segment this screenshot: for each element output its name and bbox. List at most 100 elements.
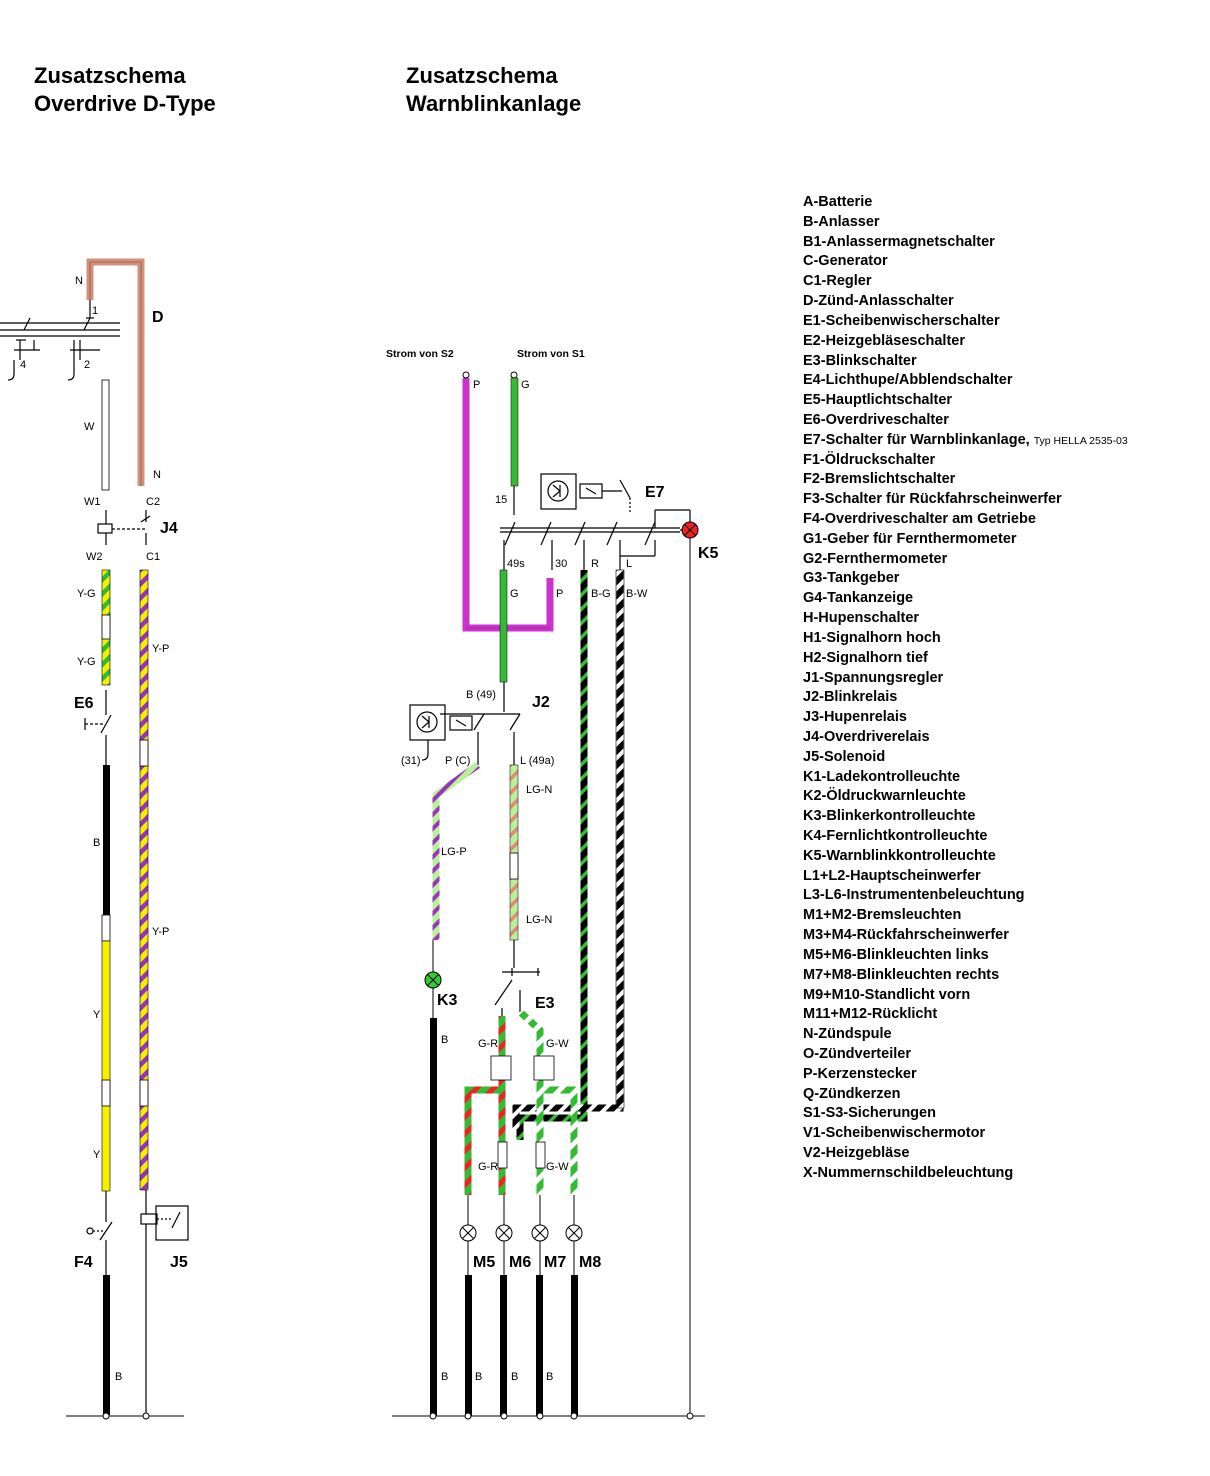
legend-item-text: F2-Bremslichtschalter xyxy=(803,471,956,488)
wire-label-lg-p: LG-P xyxy=(441,846,467,858)
legend-item: F3-Schalter für Rückfahrscheinwerfer xyxy=(803,490,1128,510)
legend-item-text: J1-Spannungsregler xyxy=(803,669,944,686)
legend-item-text: M5+M6-Blinkleuchten links xyxy=(803,946,989,963)
legend-item: K1-Ladekontrolleuchte xyxy=(803,768,1128,788)
legend-item-text: N-Zündspule xyxy=(803,1026,892,1043)
legend-item: M7+M8-Blinkleuchten rechts xyxy=(803,966,1128,986)
legend-item-text: B1-Anlassermagnetschalter xyxy=(803,233,995,250)
terminal-w1: W1 xyxy=(84,496,101,508)
wire-label-g-r1: G-R xyxy=(478,1038,498,1050)
terminal-n-mid: N xyxy=(153,469,161,481)
legend-item: M3+M4-Rückfahrscheinwerfer xyxy=(803,926,1128,946)
legend-item: A-Batterie xyxy=(803,193,1128,213)
legend-item: E1-Scheibenwischerschalter xyxy=(803,312,1128,332)
wire-b-k3 xyxy=(430,1018,437,1416)
legend-item-text: M3+M4-Rückfahrscheinwerfer xyxy=(803,927,1009,944)
legend-item-text: F1-Öldruckschalter xyxy=(803,451,936,468)
legend-item: E2-Heizgebläseschalter xyxy=(803,332,1128,352)
wire-g-mid xyxy=(499,569,508,683)
legend-item-text: G1-Geber für Fernthermometer xyxy=(803,530,1017,547)
legend-item-text: F3-Schalter für Rückfahrscheinwerfer xyxy=(803,491,1062,508)
legend-item-text: G3-Tankgeber xyxy=(803,570,900,587)
legend-item-text: V2-Heizgebläse xyxy=(803,1145,910,1161)
label-j4: J4 xyxy=(160,520,178,537)
legend-item: V1-Scheibenwischermotor xyxy=(803,1124,1128,1144)
legend-item: K4-Fernlichtkontrolleuchte xyxy=(803,827,1128,847)
lamps-m xyxy=(459,1195,583,1275)
legend-item-text: E6-Overdriveschalter xyxy=(803,411,949,428)
wire-label-y1: Y xyxy=(93,1009,101,1021)
legend-item: S1-S3-Sicherungen xyxy=(803,1104,1128,1124)
terminal-1: 1 xyxy=(92,305,98,317)
legend-item-text: J4-Overdriverelais xyxy=(803,728,930,745)
terminal-l49a: L (49a) xyxy=(520,755,554,767)
legend-item: K5-Warnblinkkontrolleuchte xyxy=(803,847,1128,867)
legend-item-text: L3-L6-Instrumentenbeleuchtung xyxy=(803,887,1025,904)
title-warnblink-line1: Zusatzschema xyxy=(406,63,558,88)
terminal-c1: C1 xyxy=(146,551,160,563)
legend-item: J3-Hupenrelais xyxy=(803,708,1128,728)
legend-item-text: G2-Fernthermometer xyxy=(803,550,948,567)
terminal-n-top: N xyxy=(75,275,83,287)
legend-item: H2-Signalhorn tief xyxy=(803,649,1128,669)
legend-item-text: S1-S3-Sicherungen xyxy=(803,1105,936,1122)
legend-item-text: E1-Scheibenwischerschalter xyxy=(803,312,1000,329)
switch-e3 xyxy=(494,940,540,1016)
legend-item-text: C-Generator xyxy=(803,253,888,270)
terminal-2: 2 xyxy=(84,359,90,371)
legend-item: X-Nummernschildbeleuchtung xyxy=(803,1164,1128,1184)
legend-item: G1-Geber für Fernthermometer xyxy=(803,530,1128,550)
relay-j4 xyxy=(97,510,151,545)
legend-item-text: B-Anlasser xyxy=(803,213,880,230)
legend-item: G4-Tankanzeige xyxy=(803,589,1128,609)
label-e7: E7 xyxy=(645,484,665,501)
terminal-b49: B (49) xyxy=(466,689,496,701)
wire-label-b-overdrive2: B xyxy=(115,1371,122,1383)
legend-item: E5-Hauptlichtschalter xyxy=(803,391,1128,411)
legend-item: F1-Öldruckschalter xyxy=(803,451,1128,471)
legend-item-text: E2-Heizgebläseschalter xyxy=(803,332,965,349)
legend-item-text: A-Batterie xyxy=(803,194,873,210)
label-e6: E6 xyxy=(74,695,94,712)
wire-b-g xyxy=(516,570,588,1140)
title-overdrive-line2: Overdrive D-Type xyxy=(34,91,216,116)
wire-label-g-mid: G xyxy=(510,588,519,600)
legend-item-note: Typ HELLA 2535-03 xyxy=(1033,434,1128,447)
wire-d-brown xyxy=(86,258,145,486)
legend-item: E3-Blinkschalter xyxy=(803,352,1128,372)
terminal-31: (31) xyxy=(401,755,421,767)
wire-label-b2: B xyxy=(475,1371,482,1383)
legend-item: L3-L6-Instrumentenbeleuchtung xyxy=(803,886,1128,906)
wire-g-r xyxy=(464,1016,506,1195)
legend-item: F2-Bremslichtschalter xyxy=(803,470,1128,490)
wire-lg-p xyxy=(432,762,481,940)
legend-item-text: L1+L2-Hauptscheinwerfer xyxy=(803,867,981,884)
legend-item: K2-Öldruckwarnleuchte xyxy=(803,787,1128,807)
legend-item-text: O-Zündverteiler xyxy=(803,1045,911,1062)
legend-item: F4-Overdriveschalter am Getriebe xyxy=(803,510,1128,530)
label-m7: M7 xyxy=(544,1254,566,1271)
legend-item-text: P-Kerzenstecker xyxy=(803,1065,917,1082)
wire-label-g-w1: G-W xyxy=(546,1038,569,1050)
legend-item: N-Zündspule xyxy=(803,1025,1128,1045)
legend-item-text: K3-Blinkerkontrolleuchte xyxy=(803,808,976,825)
legend-item-text: J3-Hupenrelais xyxy=(803,709,907,726)
legend-item: B1-Anlassermagnetschalter xyxy=(803,233,1128,253)
legend-item: L1+L2-Hauptscheinwerfer xyxy=(803,867,1128,887)
wire-label-b-g: B-G xyxy=(591,588,611,600)
legend-item: D-Zünd-Anlasschalter xyxy=(803,292,1128,312)
legend-item: G3-Tankgeber xyxy=(803,569,1128,589)
switch-f4 xyxy=(86,1191,113,1275)
legend-item: J4-Overdriverelais xyxy=(803,728,1128,748)
legend-item: Q-Zündkerzen xyxy=(803,1085,1128,1105)
wire-lg-n xyxy=(509,764,519,941)
legend-item-text: M9+M10-Standlicht vorn xyxy=(803,986,971,1003)
terminal-pc: P (C) xyxy=(445,755,470,767)
terminal-15: 15 xyxy=(495,494,507,506)
legend-item-text: E5-Hauptlichtschalter xyxy=(803,392,953,409)
title-warnblink-line2: Warnblinkanlage xyxy=(406,91,582,116)
legend-item-text: H1-Signalhorn hoch xyxy=(803,629,941,646)
warnblink-schema: Strom von S2 Strom von S1 xyxy=(386,348,719,1420)
legend-item: O-Zündverteiler xyxy=(803,1045,1128,1065)
